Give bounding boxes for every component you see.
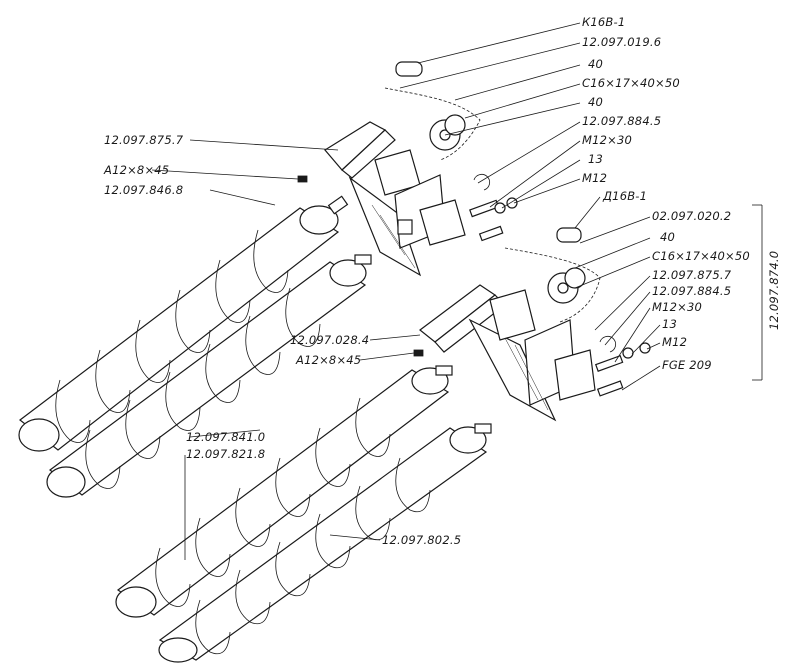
label-02097020: 02.097.020.2: [652, 209, 731, 223]
lower-chain-sprocket: [504, 227, 601, 323]
label-12097846: 12.097.846.8: [104, 183, 183, 197]
label-13a: 13: [588, 152, 603, 166]
label-c16b: С16×17×40×50: [652, 249, 750, 263]
lower-fasteners: [413, 335, 651, 397]
label-40c: 40: [660, 230, 675, 244]
label-a12a: А12×8×45: [103, 163, 169, 177]
auger-shaft-846: [18, 195, 349, 452]
label-12097802: 12.097.802.5: [382, 533, 461, 547]
label-40b: 40: [588, 95, 603, 109]
label-13b: 13: [662, 317, 677, 331]
label-12097841: 12.097.841.0: [186, 430, 265, 444]
upper-drive-bracket: [324, 121, 466, 277]
leader-lines: [151, 22, 763, 560]
label-40a: 40: [588, 57, 603, 71]
label-12097884b: 12.097.884.5: [652, 284, 731, 298]
label-12097884a: 12.097.884.5: [582, 114, 661, 128]
label-12097821: 12.097.821.8: [186, 447, 265, 461]
label-m12a: М12: [582, 171, 607, 185]
upper-chain-sprocket: [384, 61, 481, 161]
label-d16v1: Д16В-1: [602, 189, 647, 203]
label-12097875a: 12.097.875.7: [104, 133, 184, 147]
auger-shaft-802: [158, 423, 492, 663]
label-fge209: FGE 209: [662, 358, 712, 372]
auger-shaft-841: [46, 254, 372, 498]
upper-fasteners: [297, 173, 518, 242]
label-k16v1: К16В-1: [582, 15, 625, 29]
label-12097019: 12.097.019.6: [582, 35, 661, 49]
auger-shaft-821: [115, 365, 453, 618]
label-c16a: С16×17×40×50: [582, 76, 680, 90]
lower-drive-bracket: [419, 284, 596, 422]
label-m12x30a: М12×30: [582, 133, 632, 147]
part-labels: К16В-1 12.097.019.6 40 С16×17×40×50 40 1…: [103, 15, 781, 547]
label-12097875b: 12.097.875.7: [652, 268, 732, 282]
label-m12x30b: М12×30: [652, 300, 702, 314]
label-assembly-12097874: 12.097.874.0: [767, 251, 781, 330]
label-m12b: М12: [662, 335, 687, 349]
label-a12b: А12×8×45: [295, 353, 361, 367]
label-12097028: 12.097.028.4: [290, 333, 369, 347]
